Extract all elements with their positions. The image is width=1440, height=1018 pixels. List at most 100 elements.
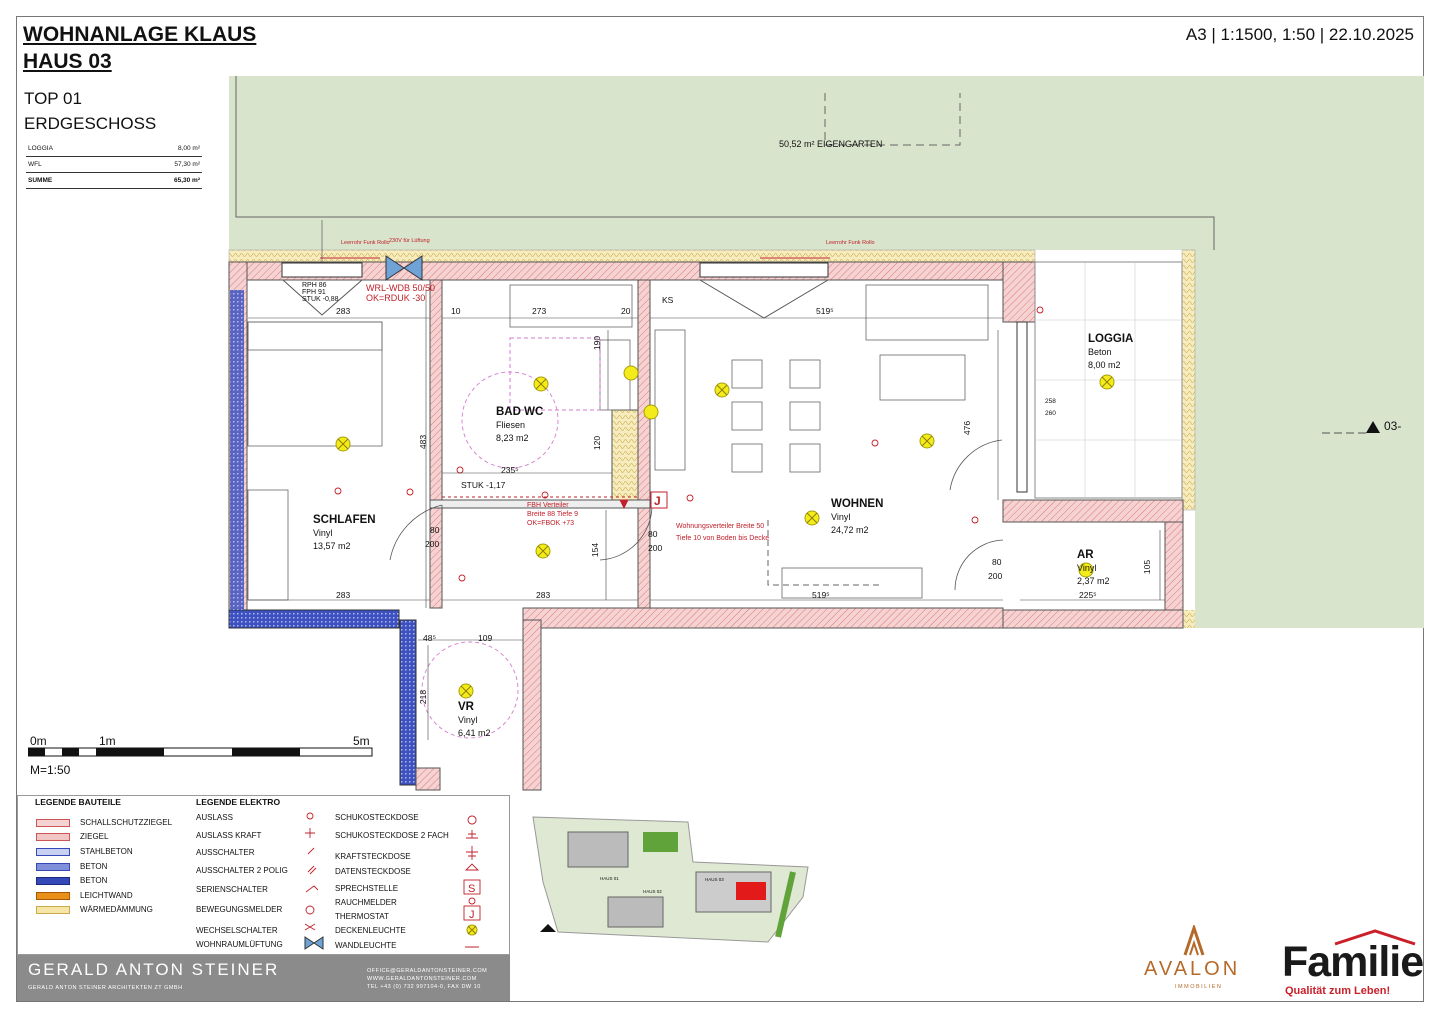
- dimension: 235⁵: [501, 465, 519, 475]
- rph-label: RPH 86: [302, 282, 327, 289]
- fph-label: FPH 91: [302, 289, 326, 296]
- room-name: WOHNEN: [831, 498, 884, 510]
- legend-elektro-item: WANDLEUCHTE: [335, 941, 397, 950]
- dimension: 80: [430, 525, 440, 535]
- room-name: LOGGIA: [1088, 333, 1134, 345]
- legend-item: STAHLBETON: [36, 847, 133, 856]
- legend-elektro-item: AUSLASS KRAFT: [196, 831, 262, 840]
- legend-item: LEICHTWAND: [36, 891, 133, 900]
- architect-brand: GERALD ANTON STEINER GERALD ANTON STEINE…: [17, 955, 510, 1001]
- section-marker: 03-: [1384, 419, 1402, 433]
- unit-highlight: [736, 882, 766, 900]
- legend-item: BETON: [36, 876, 107, 885]
- dimension: 260: [1045, 410, 1056, 417]
- smoke-detector-icon: [468, 897, 476, 905]
- dimension: 273: [532, 306, 547, 316]
- wv-label-1: Wohnungsverteiler Breite 50: [676, 523, 765, 530]
- luft-label: 230V für Lüftung: [389, 238, 430, 244]
- svg-text:S: S: [468, 883, 475, 895]
- stuk-label: STUK -1,17: [461, 480, 506, 490]
- avalon-sub: IMMOBILIEN: [1175, 984, 1223, 990]
- legend-elektro-item: SCHUKOSTECKDOSE: [335, 813, 419, 822]
- dimension: 48⁵: [423, 633, 436, 643]
- legend-elektro-item: KRAFTSTECKDOSE: [335, 852, 411, 861]
- dimension: 80: [648, 529, 658, 539]
- legend-item: SCHALLSCHUTZZIEGEL: [36, 818, 172, 827]
- familie-roof-icon: [1334, 929, 1416, 946]
- legend-box: [17, 795, 510, 955]
- dimension: 476: [962, 420, 973, 436]
- legend-elektro-item: SCHUKOSTECKDOSE 2 FACH: [335, 831, 449, 840]
- dimension: 200: [648, 543, 663, 553]
- legend-elektro-item: WOHNRAUMLÜFTUNG: [196, 940, 283, 949]
- room-name: SCHLAFEN: [313, 514, 376, 526]
- room-name: BAD WC: [496, 406, 544, 418]
- dimension: 200: [988, 571, 1003, 581]
- site-label: HAUS 03: [705, 877, 724, 882]
- legend-elektro-item: AUSSCHALTER 2 POLIG: [196, 866, 288, 875]
- socket-icon: [467, 815, 477, 825]
- room-name: AR: [1077, 549, 1094, 561]
- power-socket-icon: [466, 846, 478, 860]
- thermostat-legend-icon: [463, 905, 481, 921]
- room-name: VR: [458, 701, 474, 713]
- dimension: 154: [590, 542, 601, 558]
- brand-sub: GERALD ANTON STEINER ARCHITEKTEN ZT GMBH: [28, 985, 183, 991]
- dimension: 120: [592, 435, 603, 451]
- switch-icon: [307, 847, 315, 855]
- brand-name: GERALD ANTON STEINER: [28, 960, 280, 979]
- legend-elektro-item: THERMOSTAT: [335, 912, 389, 921]
- scale-label-1: 1m: [99, 734, 116, 748]
- motion-sensor-icon: [305, 905, 315, 915]
- scale-ratio: M=1:50: [30, 763, 71, 777]
- ks-label: KS: [662, 295, 674, 305]
- garden-label: 50,52 m² EIGENGARTEN: [779, 139, 883, 149]
- scale-label-0: 0m: [30, 734, 47, 748]
- legend-item: ZIEGEL: [36, 832, 108, 841]
- funk-label: Leerrohr Funk Rollo: [341, 240, 390, 246]
- legend-item: WÄRMEDÄMMUNG: [36, 905, 153, 914]
- legend-symbols: S J: [304, 812, 481, 950]
- dimension: 20: [621, 306, 631, 316]
- legend-elektro-item: AUSLASS: [196, 813, 233, 822]
- dimension: 190: [592, 335, 603, 351]
- dimension: 519⁵: [816, 306, 834, 316]
- house-02: [607, 896, 664, 928]
- dimension: 258: [1045, 398, 1056, 405]
- dimension: 225⁵: [1079, 590, 1097, 600]
- dimension: 218: [418, 689, 429, 705]
- floor-label: ERDGESCHOSS: [24, 114, 157, 133]
- floor-plan: J: [228, 76, 1424, 791]
- svg-text:J: J: [469, 909, 475, 921]
- wrl-label: WRL-WDB 50/50: [366, 283, 436, 293]
- fbh-label-3: OK=FBOK +73: [527, 520, 575, 527]
- thermostat-icon: J: [654, 494, 661, 508]
- unit-label: TOP 01: [24, 89, 82, 108]
- dimension: 80: [992, 557, 1002, 567]
- sheet-meta: A3 | 1:1500, 1:50 | 22.10.2025: [1185, 25, 1414, 44]
- stuk-small-label: STUK -0,88: [302, 296, 339, 303]
- series-switch-icon: [305, 885, 319, 893]
- fbh-label-1: FBH Verteiler: [527, 502, 569, 509]
- outlet-icon: [306, 812, 314, 820]
- legend-elektro-item: SERIENSCHALTER: [196, 885, 268, 894]
- familie-logo: Familie: [1282, 938, 1424, 986]
- dimension: 105: [1142, 559, 1153, 575]
- funk-label: Leerrohr Funk Rollo: [826, 240, 875, 246]
- site-label: HAUS 02: [643, 889, 662, 894]
- dimension: 10: [451, 306, 461, 316]
- legend-elektro-title: LEGENDE ELEKTRO: [196, 797, 281, 807]
- fbh-label-2: Breite 88 Tiefe 9: [527, 511, 578, 518]
- north-arrow-icon: [540, 924, 556, 932]
- project-title: WOHNANLAGE KLAUS: [23, 23, 257, 46]
- intercom-icon: [463, 879, 481, 895]
- legend-elektro-item: SPRECHSTELLE: [335, 884, 399, 893]
- scale-label-5: 5m: [353, 734, 370, 748]
